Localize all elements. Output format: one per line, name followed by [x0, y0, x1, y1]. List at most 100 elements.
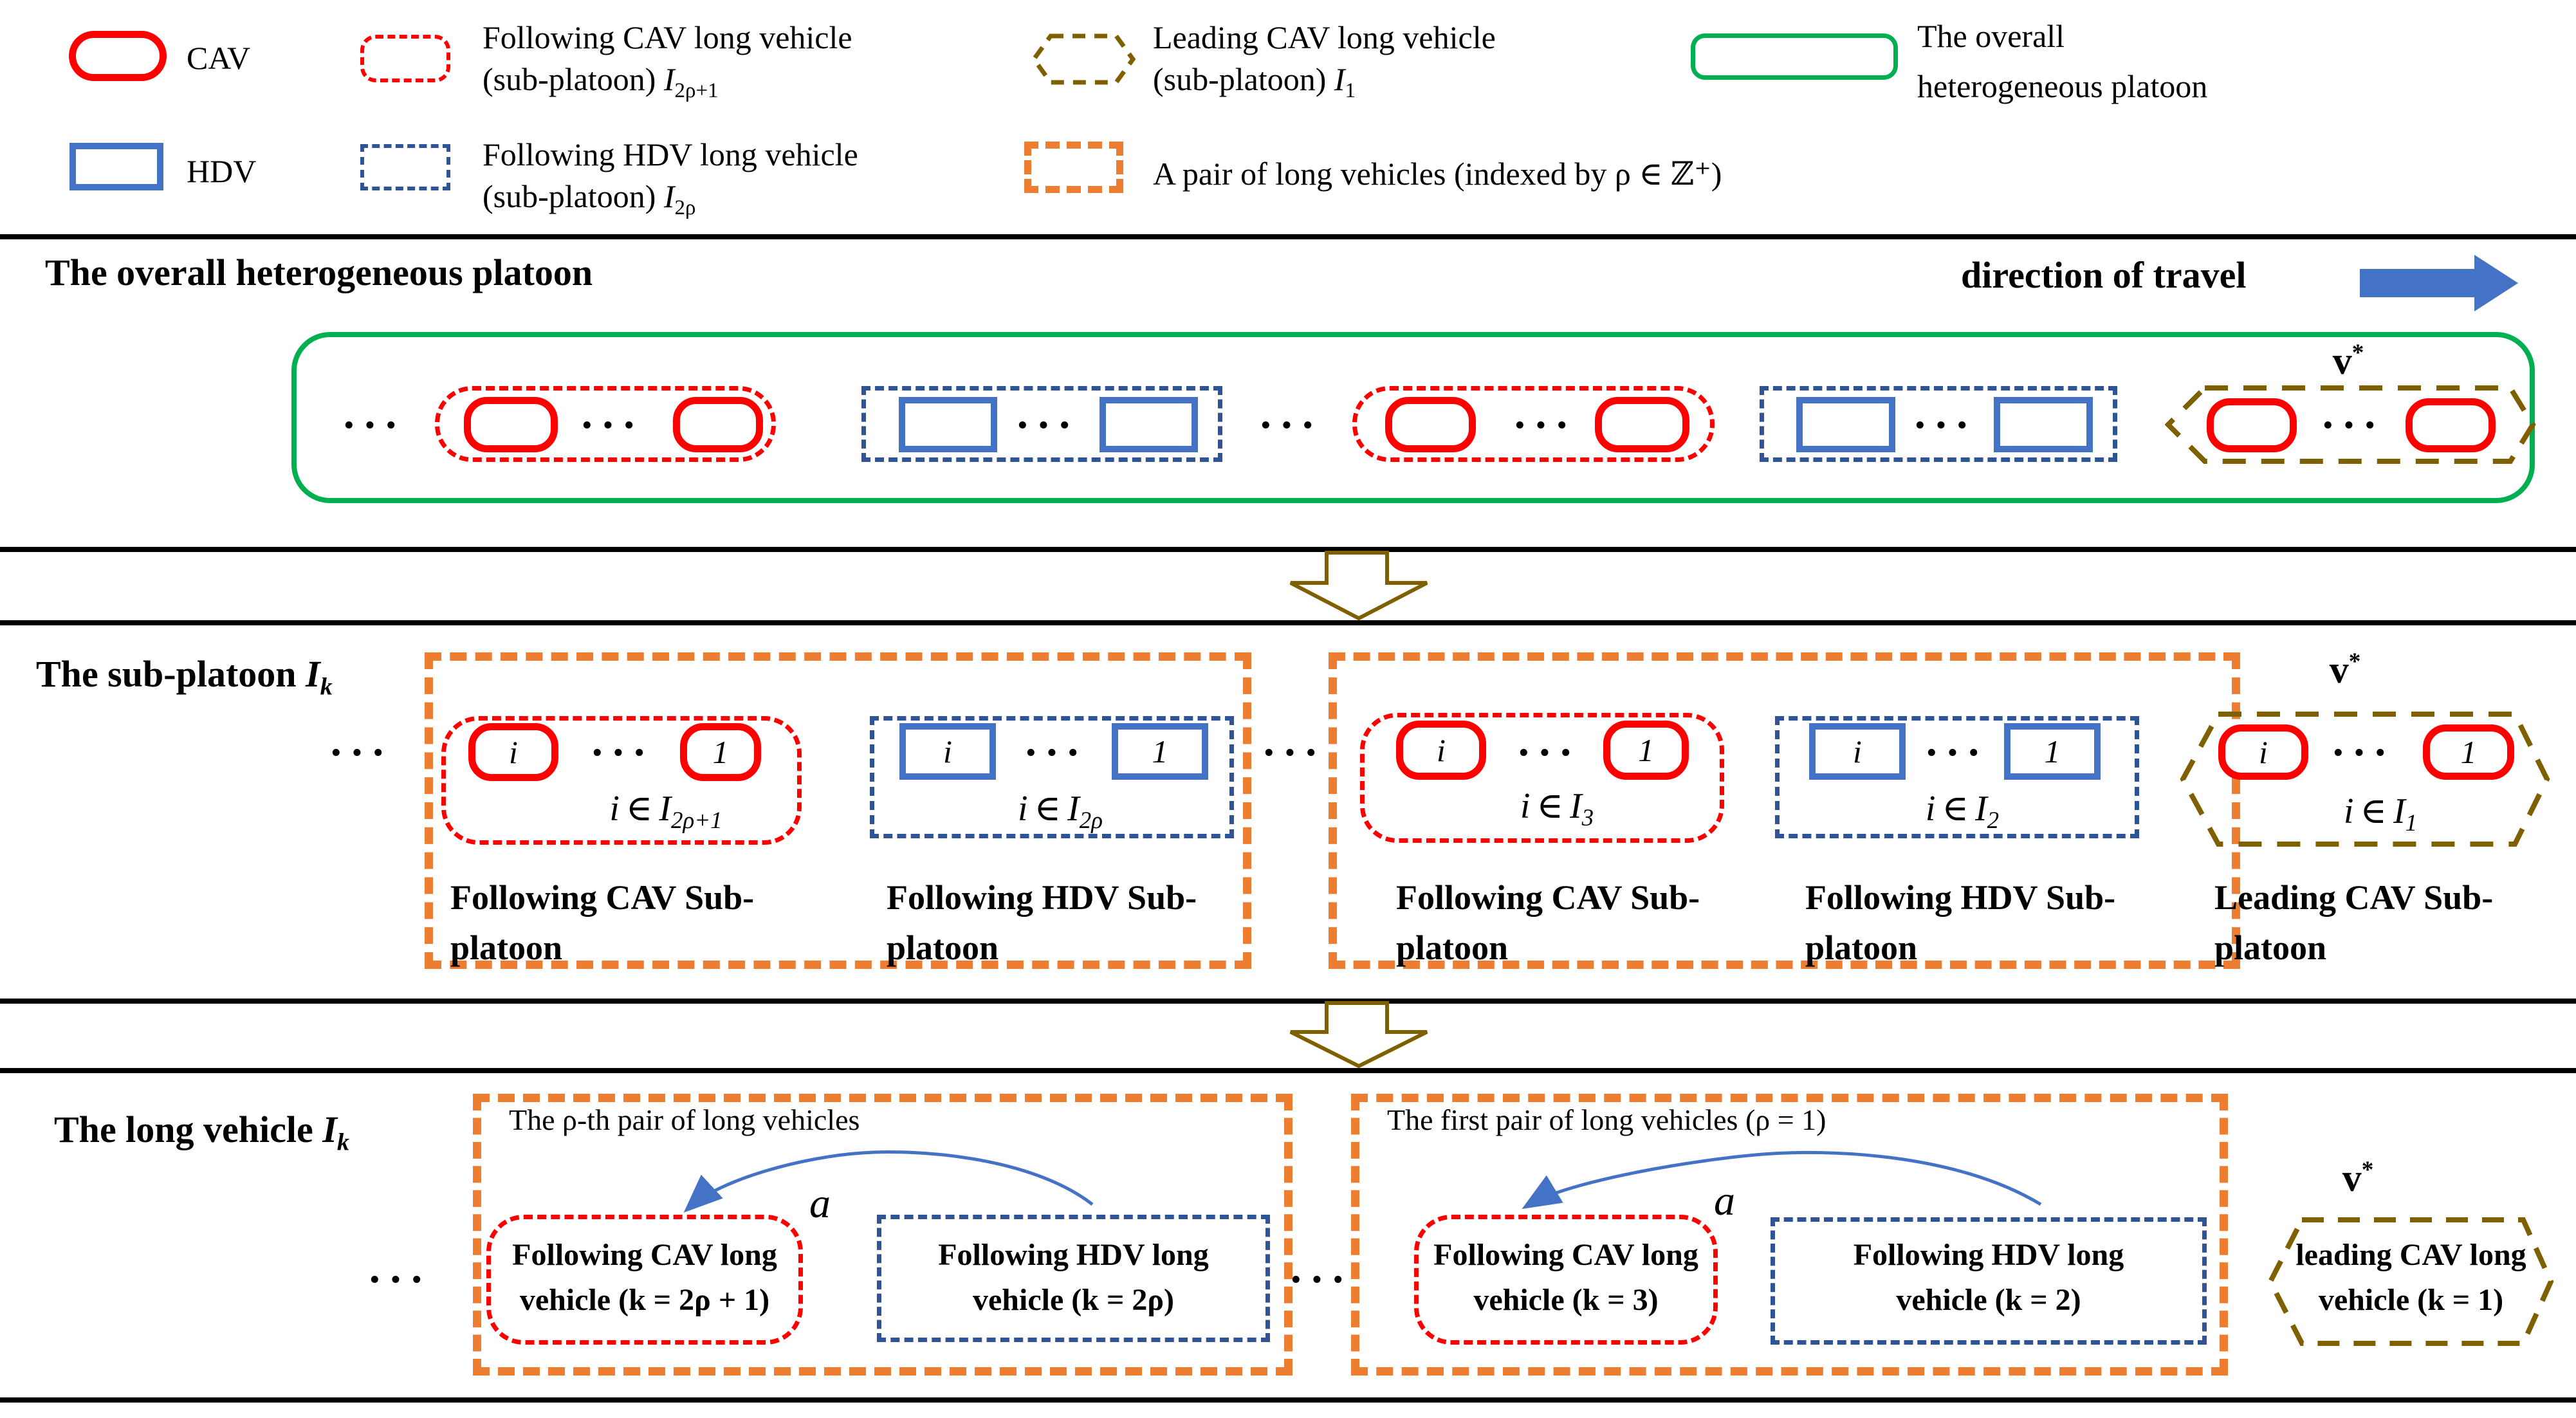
cav-vehicle: [1385, 397, 1476, 452]
vstar-base: v: [2329, 649, 2349, 691]
hdv-vehicle: [1994, 397, 2093, 452]
vstar-sup: *: [2361, 1157, 2374, 1183]
subplatoon-caption: Following CAV Sub- platoon: [1396, 872, 1700, 973]
subplatoon-caption: Following HDV Sub- platoon: [1805, 872, 2115, 973]
legend-leading-cav-line2: (sub-platoon): [1153, 61, 1334, 97]
caption-line2: platoon: [1396, 928, 1509, 968]
legend-pair-label: A pair of long vehicles (indexed by ρ ∈ …: [1153, 156, 1722, 192]
hdv-subplatoon-group: [861, 386, 1222, 462]
divider-line-1: [0, 234, 2576, 239]
label-line2: vehicle (k = 3): [1473, 1282, 1659, 1317]
divider-line-6: [0, 1397, 2576, 1403]
set-subscript: 3: [1581, 804, 1594, 831]
caption-line1: Leading CAV Sub-: [2214, 878, 2494, 917]
overall-platoon-container: [291, 332, 2535, 503]
cav-vehicle: [2207, 398, 2297, 452]
subplatoon-caption: Following CAV Sub- platoon: [450, 872, 754, 973]
divider-line-3: [0, 620, 2576, 625]
ellipsis: ···: [1516, 728, 1580, 777]
ellipsis: ···: [1288, 1255, 1352, 1303]
section2-heading-text: The sub-platoon: [36, 653, 306, 695]
set-symbol: I: [306, 653, 320, 695]
leading-cav-subplatoon-hexagon: [2165, 385, 2536, 464]
leading-cav-long-vehicle-label: leading CAV long vehicle (k = 1): [2290, 1233, 2532, 1322]
leading-cav-subplatoon-icon: [1031, 33, 1136, 85]
spacing-a-label: a: [1714, 1177, 1735, 1224]
ellipsis: ···: [2320, 400, 2384, 449]
vstar-sup: *: [2351, 340, 2364, 366]
caption-line1: Following CAV Sub-: [450, 878, 755, 917]
index-symbol: i: [609, 789, 620, 829]
ellipsis: ···: [1912, 400, 1976, 449]
hdv-subplatoon-group: [870, 716, 1234, 838]
vstar-label-3: v*: [2319, 1158, 2397, 1197]
following-cav-long-vehicle-box: [486, 1215, 803, 1345]
legend-overall-line2: heterogeneous platoon: [1917, 68, 2208, 104]
caption-line2: platoon: [1805, 928, 1918, 968]
caption-line2: platoon: [2214, 928, 2327, 968]
vstar-label-1: v*: [2310, 341, 2387, 380]
ellipsis: ···: [1924, 728, 1988, 777]
caption-line1: Following HDV Sub-: [887, 878, 1197, 917]
set-membership-label: i∈I2ρ: [932, 786, 1189, 843]
index-symbol: i: [1925, 789, 1936, 829]
hdv-subplatoon-group: [1760, 386, 2117, 462]
set-symbol: I: [322, 1109, 337, 1150]
coupling-arrow-icon: [683, 1150, 1094, 1213]
section2-heading: The sub-platoon Ik: [36, 654, 333, 701]
element-of-symbol: ∈: [1034, 789, 1062, 829]
set-symbol: I: [1067, 789, 1080, 829]
label-line2: vehicle (k = 2ρ + 1): [519, 1282, 770, 1317]
vstar-base: v: [2332, 340, 2352, 382]
set-symbol: I: [1334, 61, 1345, 97]
label-line1: Following HDV long: [938, 1238, 1209, 1272]
legend-following-hdv-line1: Following HDV long vehicle: [483, 136, 858, 172]
following-hdv-long-vehicle-box: [1771, 1217, 2207, 1345]
direction-of-travel-label: direction of travel: [1961, 254, 2247, 296]
legend-overall: The overall heterogeneous platoon: [1917, 12, 2207, 111]
pair-first-title: The first pair of long vehicles (ρ = 1): [1387, 1103, 1826, 1136]
cav-vehicle: [673, 397, 763, 452]
legend-leading-cav-line1: Leading CAV long vehicle: [1153, 19, 1496, 55]
following-hdv-long-vehicle-box: [877, 1215, 1270, 1342]
vehicle-label: i: [2259, 734, 2268, 770]
section3-heading-text: The long vehicle: [54, 1109, 323, 1150]
index-symbol: i: [1520, 786, 1531, 826]
index-symbol: i: [2343, 791, 2354, 831]
hdv-vehicle: [1796, 397, 1895, 452]
hdv-vehicle-1: 1: [1112, 723, 1208, 780]
set-symbol: I: [2393, 791, 2406, 831]
set-subscript: 1: [2405, 809, 2418, 836]
vehicle-label: 1: [2460, 734, 2477, 770]
coupling-arrow-icon: [1522, 1150, 2042, 1210]
ellipsis: ···: [1015, 400, 1079, 449]
hdv-vehicle: [1099, 397, 1198, 452]
divider-line-5: [0, 1068, 2576, 1073]
cav-vehicle-1: 1: [680, 723, 761, 781]
hdv-vehicle-1: 1: [2004, 723, 2101, 780]
vehicle-label: 1: [2044, 733, 2061, 769]
spacing-a-label: a: [809, 1180, 831, 1227]
element-of-symbol: ∈: [2360, 791, 2387, 831]
direction-of-travel-arrow-icon: [2360, 255, 2518, 311]
leading-cav-long-vehicle-hexagon: [2267, 1217, 2554, 1346]
cav-vehicle-1: 1: [1603, 721, 1689, 780]
legend-following-cav: Following CAV long vehicle (sub-platoon)…: [483, 17, 852, 105]
set-subscript: 2: [1987, 807, 2000, 834]
cav-vehicle: [1595, 397, 1689, 452]
ellipsis: ···: [367, 1255, 431, 1303]
set-membership-label: i∈I2ρ+1: [537, 786, 795, 843]
leading-cav-subplatoon-hexagon: [2180, 712, 2550, 847]
ellipsis: ···: [589, 728, 654, 777]
following-hdv-long-vehicle-label: Following HDV long vehicle (k = 2ρ): [883, 1233, 1264, 1322]
following-cav-subplatoon-icon: [360, 35, 450, 82]
down-arrow-icon: [1289, 551, 1428, 620]
down-arrow-icon: [1289, 1001, 1428, 1068]
hdv-icon: [69, 143, 163, 190]
cav-vehicle-i: i: [2218, 724, 2308, 780]
legend-following-hdv: Following HDV long vehicle (sub-platoon)…: [483, 134, 858, 222]
legend-following-hdv-line2: (sub-platoon): [483, 178, 664, 214]
element-of-symbol: ∈: [625, 789, 653, 829]
vehicle-label: i: [1437, 732, 1446, 768]
